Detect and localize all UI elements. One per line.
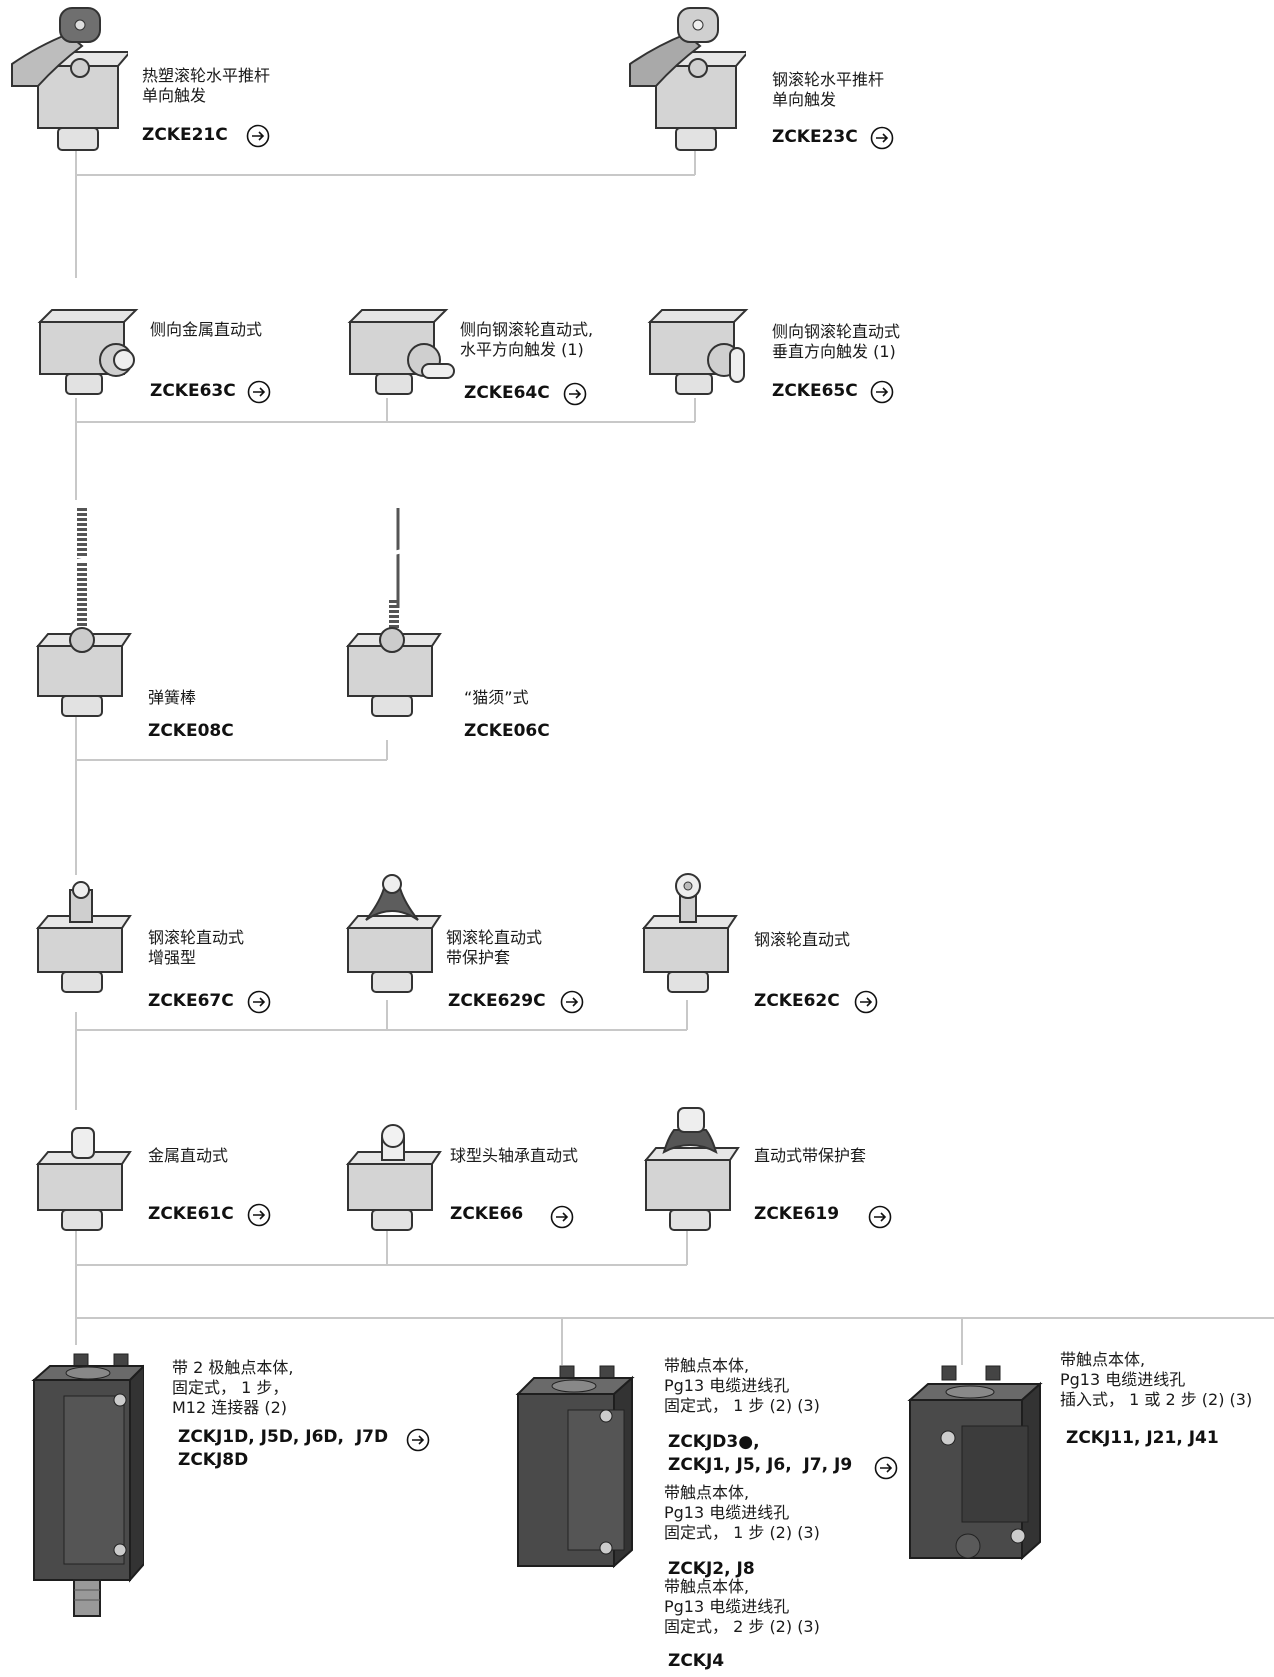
product-description: 弹簧棒 — [148, 688, 197, 707]
zcke629c-image — [345, 874, 442, 993]
circle-arrow-right-icon[interactable] — [870, 126, 894, 150]
product-code[interactable]: ZCKE67C — [148, 991, 234, 1011]
zcke06c-image — [345, 508, 442, 717]
body-code[interactable]: ZCKJ2, J8 — [668, 1559, 755, 1579]
circle-arrow-right-icon[interactable] — [854, 990, 878, 1014]
product-description: 钢滚轮直动式 — [754, 930, 851, 949]
product-description: 热塑滚轮水平推杆 单向触发 — [142, 66, 271, 105]
product-code[interactable]: ZCKE23C — [772, 127, 858, 147]
product-code[interactable]: ZCKE21C — [142, 125, 228, 145]
body-description: 带触点本体, Pg13 电缆进线孔 固定式， 2 步 (2) (3) — [664, 1577, 820, 1636]
product-description: 直动式带保护套 — [754, 1146, 867, 1165]
product-code[interactable]: ZCKE66 — [450, 1204, 524, 1224]
zcke64c-image — [347, 309, 455, 395]
product-code[interactable]: ZCKE629C — [448, 991, 546, 1011]
circle-arrow-right-icon[interactable] — [247, 380, 271, 404]
circle-arrow-right-icon[interactable] — [247, 990, 271, 1014]
product-code[interactable]: ZCKE61C — [148, 1204, 234, 1224]
product-description: 钢滚轮直动式 带保护套 — [446, 928, 543, 967]
zcke66-image — [345, 1124, 442, 1231]
body-description: 带触点本体, Pg13 电缆进线孔 固定式， 1 步 (2) (3) — [664, 1483, 820, 1542]
body-code[interactable]: ZCKJD3●, ZCKJ1, J5, J6, J7, J9 — [668, 1432, 853, 1475]
body-code[interactable]: ZCKJ4 — [668, 1651, 725, 1671]
zcke21c-image — [11, 7, 128, 151]
body2-image — [515, 1365, 635, 1569]
product-description: 钢滚轮直动式 增强型 — [148, 928, 245, 967]
zcke65c-image — [647, 309, 749, 395]
body-description: 带触点本体, Pg13 电缆进线孔 固定式， 1 步 (2) (3) — [664, 1356, 820, 1415]
zcke62c-image — [641, 873, 738, 993]
product-code[interactable]: ZCKE65C — [772, 381, 858, 401]
zcke619-image — [643, 1107, 740, 1231]
zcke08c-image — [35, 508, 132, 717]
zcke63c-image — [37, 309, 139, 395]
product-code[interactable]: ZCKE08C — [148, 721, 234, 741]
body3-image — [907, 1365, 1043, 1561]
circle-arrow-right-icon[interactable] — [246, 124, 270, 148]
circle-arrow-right-icon[interactable] — [247, 1203, 271, 1227]
body1-image — [31, 1353, 144, 1617]
zcke23c-image — [629, 7, 746, 151]
circle-arrow-right-icon[interactable] — [870, 380, 894, 404]
product-description: 侧向金属直动式 — [150, 320, 263, 339]
product-code[interactable]: ZCKE63C — [150, 381, 236, 401]
product-code[interactable]: ZCKE619 — [754, 1204, 840, 1224]
body-code[interactable]: ZCKJ1D, J5D, J6D, J7D ZCKJ8D — [178, 1427, 389, 1470]
zcke61c-image — [35, 1127, 132, 1231]
product-description: 钢滚轮水平推杆 单向触发 — [772, 70, 885, 109]
product-code[interactable]: ZCKE62C — [754, 991, 840, 1011]
circle-arrow-right-icon[interactable] — [560, 990, 584, 1014]
product-code[interactable]: ZCKE06C — [464, 721, 550, 741]
body-code[interactable]: ZCKJ11, J21, J41 — [1066, 1428, 1219, 1448]
product-description: 球型头轴承直动式 — [450, 1146, 579, 1165]
product-code[interactable]: ZCKE64C — [464, 383, 550, 403]
body-description: 带触点本体, Pg13 电缆进线孔 插入式， 1 或 2 步 (2) (3) — [1060, 1350, 1253, 1409]
circle-arrow-right-icon[interactable] — [874, 1456, 898, 1480]
product-description: 侧向钢滚轮直动式 垂直方向触发 (1) — [772, 322, 901, 361]
zcke67c-image — [35, 881, 132, 993]
circle-arrow-right-icon[interactable] — [563, 382, 587, 406]
circle-arrow-right-icon[interactable] — [550, 1205, 574, 1229]
body-description: 带 2 极触点本体, 固定式， 1 步， M12 连接器 (2) — [172, 1358, 294, 1417]
circle-arrow-right-icon[interactable] — [406, 1428, 430, 1452]
product-description: 侧向钢滚轮直动式, 水平方向触发 (1) — [460, 320, 594, 359]
product-description: “猫须”式 — [464, 688, 529, 707]
product-description: 金属直动式 — [148, 1146, 229, 1165]
circle-arrow-right-icon[interactable] — [868, 1205, 892, 1229]
